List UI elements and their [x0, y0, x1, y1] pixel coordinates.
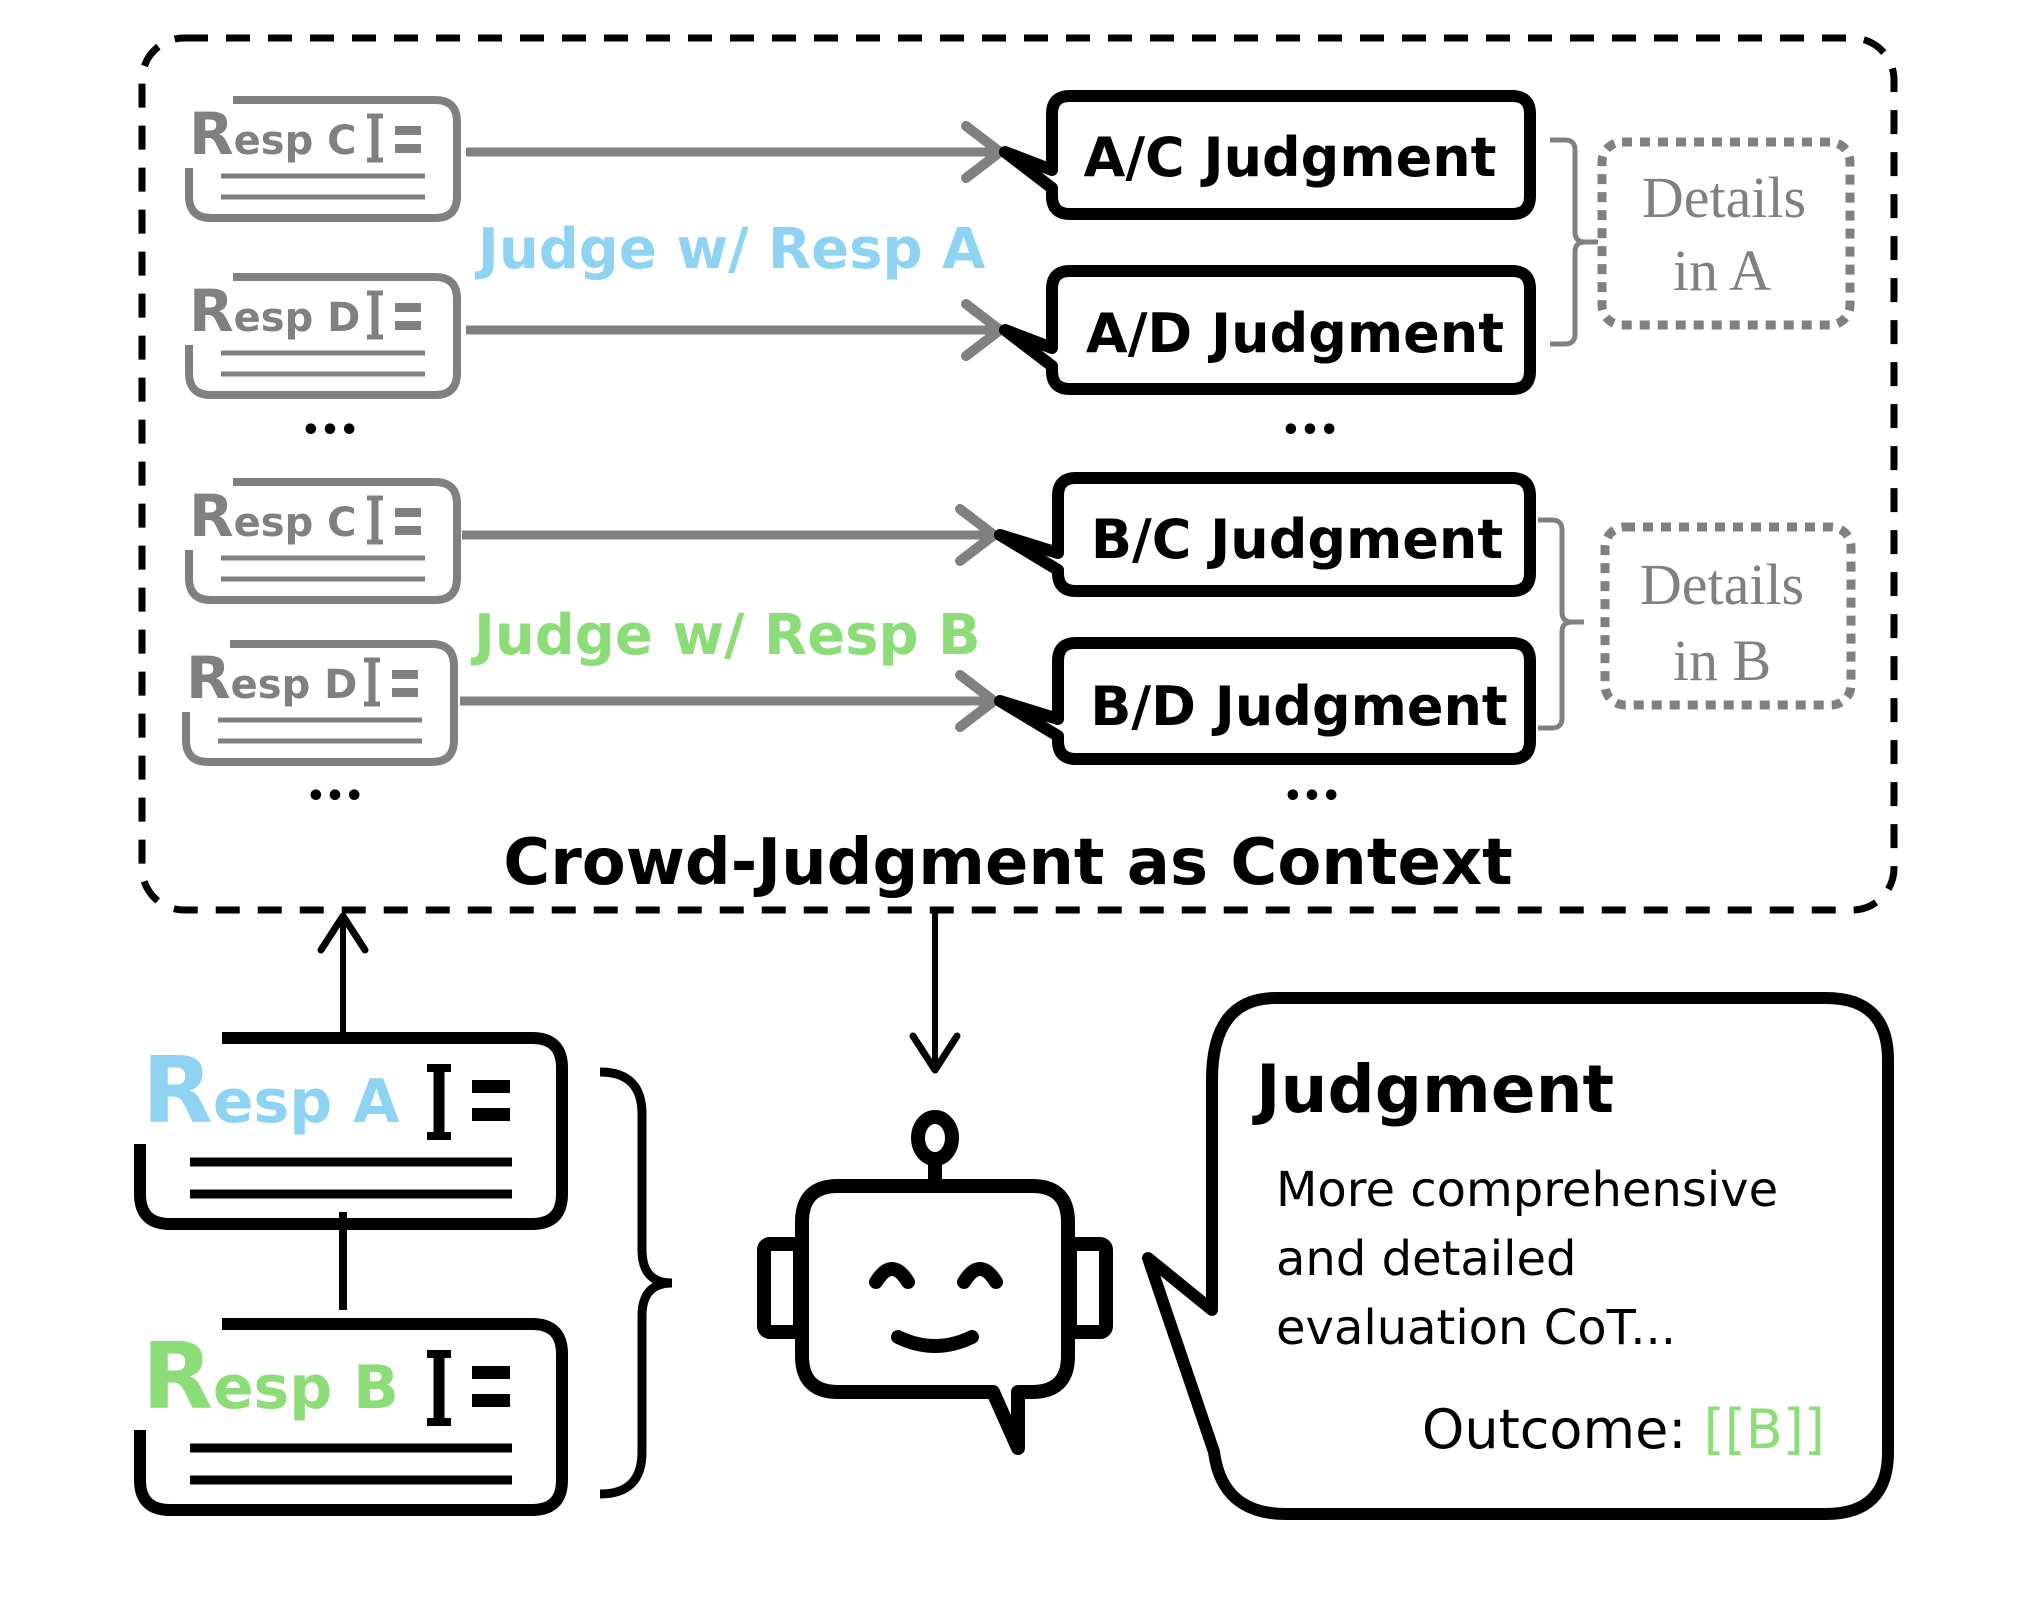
resp-label: esp C [234, 118, 357, 164]
resp-letter: R [189, 277, 234, 345]
resp-letter: R [142, 1323, 213, 1430]
text-cursor-icon [427, 1350, 510, 1426]
document-icon [134, 1318, 568, 1516]
bracket-b [1538, 517, 1584, 731]
arrow-d-to-ad [466, 299, 1005, 361]
response-doc-c-b: Resp C [185, 478, 461, 604]
context-box-border [138, 34, 1898, 914]
arrow-d-to-bd [460, 670, 999, 732]
ellipsis-left-a: ••• [301, 413, 359, 448]
response-doc-d-a: Resp D [185, 273, 461, 399]
document-icon [185, 273, 461, 399]
resp-label: esp D [231, 662, 358, 708]
resp-label: esp D [234, 295, 361, 341]
judgment-bubble-ad[interactable]: A/D Judgment [999, 265, 1536, 395]
outcome-label: Outcome: [1422, 1398, 1687, 1461]
judgment-bubble-bd[interactable]: B/D Judgment [994, 637, 1536, 765]
output-body-line-3: evaluation CoT... [1276, 1300, 1676, 1356]
document-icon [182, 640, 458, 766]
document-icon [185, 96, 461, 222]
details-line1: Details [1642, 165, 1806, 230]
text-cursor-icon [367, 290, 421, 340]
details-box-a[interactable]: Details in A [1597, 137, 1855, 330]
outcome-value: [[B]] [1704, 1398, 1825, 1461]
group-label-a: Judge w/ Resp A [474, 217, 986, 282]
judgment-label: B/C Judgment [1091, 508, 1503, 571]
group-resp-a: Resp C Resp D ••• [185, 90, 1855, 448]
details-line2: in A [1673, 238, 1771, 303]
output-body-line-1: More comprehensive [1276, 1162, 1778, 1218]
svg-text:Resp D: Resp D [189, 277, 360, 345]
svg-text:Resp A: Resp A [142, 1037, 400, 1144]
judgment-label: B/D Judgment [1090, 675, 1508, 738]
resp-letter: R [186, 644, 231, 712]
curly-brace [599, 1067, 673, 1499]
text-cursor-icon [367, 495, 421, 545]
arrow-c-to-ac [466, 121, 1005, 183]
ellipsis-right-a: ••• [1281, 413, 1339, 448]
resp-letter: R [189, 482, 234, 550]
document-icon [185, 478, 461, 604]
resp-letter: R [189, 100, 234, 168]
output-title: Judgment [1252, 1051, 1614, 1128]
ellipsis-left-b: ••• [306, 779, 364, 814]
svg-text:Resp C: Resp C [189, 482, 357, 550]
response-doc-a: Resp A [134, 1032, 568, 1230]
arrow-up-to-context [317, 912, 369, 1040]
details-line2: in B [1673, 628, 1771, 693]
response-doc-d-b: Resp D [182, 640, 458, 766]
group-resp-b: Resp C Resp D ••• [182, 472, 1856, 814]
svg-text:Resp B: Resp B [142, 1323, 399, 1430]
judgment-label: A/D Judgment [1086, 302, 1504, 365]
resp-label: esp B [213, 1353, 399, 1423]
judgment-bubble-bc[interactable]: B/C Judgment [994, 472, 1536, 597]
output-judgment-bubble[interactable]: Judgment More comprehensive and detailed… [1142, 992, 1894, 1520]
bracket-a [1550, 137, 1598, 347]
output-outcome: Outcome: [[B]] [1422, 1398, 1825, 1461]
svg-text:Resp C: Resp C [189, 100, 357, 168]
resp-label: esp C [234, 500, 357, 546]
resp-letter: R [142, 1037, 213, 1144]
text-cursor-icon [367, 113, 421, 163]
robot-icon [757, 1110, 1113, 1455]
arrow-down-to-robot [909, 910, 961, 1074]
ellipsis-right-b: ••• [1283, 779, 1341, 814]
svg-text:Resp D: Resp D [186, 644, 357, 712]
details-line1: Details [1640, 552, 1804, 617]
resp-label: esp A [213, 1067, 400, 1137]
response-doc-b: Resp B [134, 1318, 568, 1516]
arrow-c-to-bc [462, 504, 999, 566]
output-body-line-2: and detailed [1276, 1231, 1576, 1287]
context-title: Crowd-Judgment as Context [503, 826, 1512, 900]
details-box-b[interactable]: Details in B [1600, 522, 1856, 710]
response-doc-c-a: Resp C [185, 96, 461, 222]
judgment-label: A/C Judgment [1084, 126, 1497, 189]
text-cursor-icon [364, 657, 418, 707]
group-label-b: Judge w/ Resp B [470, 603, 981, 668]
text-cursor-icon [427, 1064, 510, 1140]
document-icon [134, 1032, 568, 1230]
judgment-bubble-ac[interactable]: A/C Judgment [999, 90, 1536, 220]
